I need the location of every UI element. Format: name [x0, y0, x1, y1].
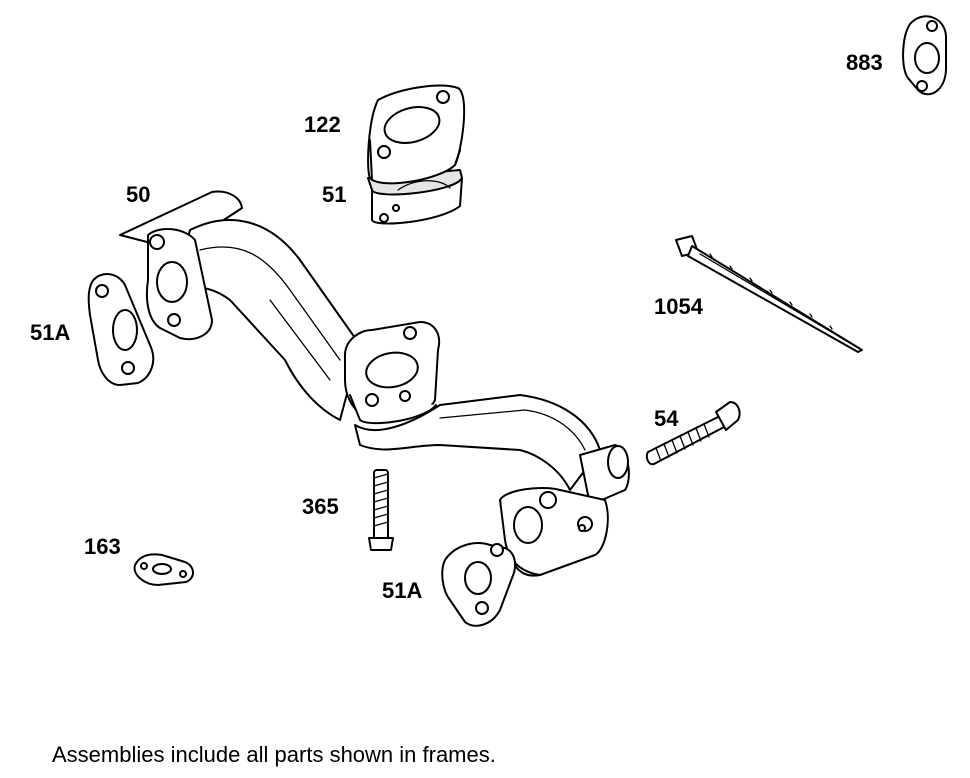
label-883: 883: [846, 50, 883, 75]
label-54: 54: [654, 406, 679, 431]
bolt-54: [645, 401, 741, 466]
manifold-50: [119, 190, 630, 577]
cable-tie-1054: [675, 235, 863, 353]
label-365: 365: [302, 494, 339, 519]
spacer-122: [367, 84, 466, 225]
label-1054: 1054: [654, 294, 703, 319]
stud-365: [368, 469, 394, 551]
gasket-51a-left: [87, 273, 155, 386]
gasket-51a-bottom: [441, 542, 517, 627]
label-122: 122: [304, 112, 341, 137]
label-51a-left: 51A: [30, 320, 71, 345]
footnote: Assemblies include all parts shown in fr…: [52, 742, 496, 767]
gasket-883: [902, 15, 947, 96]
label-50: 50: [126, 182, 151, 207]
gasket-163: [133, 553, 194, 586]
label-51: 51: [322, 182, 347, 207]
label-163: 163: [84, 534, 121, 559]
label-51a-bottom: 51A: [382, 578, 423, 603]
